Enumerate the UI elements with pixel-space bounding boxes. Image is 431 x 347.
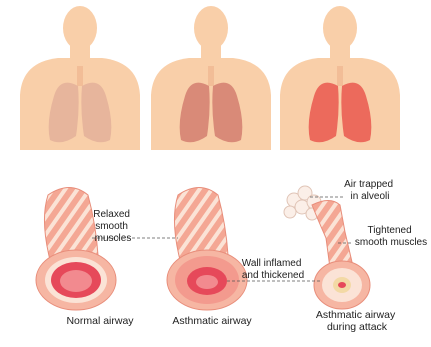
label-air-trapped: Air trapped in alveoli <box>344 179 396 202</box>
label-relaxed-smooth-muscles: Relaxed smooth muscles <box>93 209 132 244</box>
torso-figure-attack <box>280 6 400 150</box>
normal-airway-illustration <box>36 188 116 311</box>
label-wall-inflamed: Wall inflamed and thickened <box>242 258 304 281</box>
torso-figure-normal <box>20 6 140 150</box>
caption-normal-airway: Normal airway <box>66 315 134 327</box>
caption-attack-airway: Asthmatic airway during attack <box>316 309 398 333</box>
caption-asthmatic-airway: Asthmatic airway <box>172 315 252 327</box>
label-tightened-smooth-muscles: Tightened smooth muscles <box>355 225 427 248</box>
asthmatic-airway-illustration <box>167 188 247 311</box>
torso-figure-asthmatic <box>151 6 271 150</box>
